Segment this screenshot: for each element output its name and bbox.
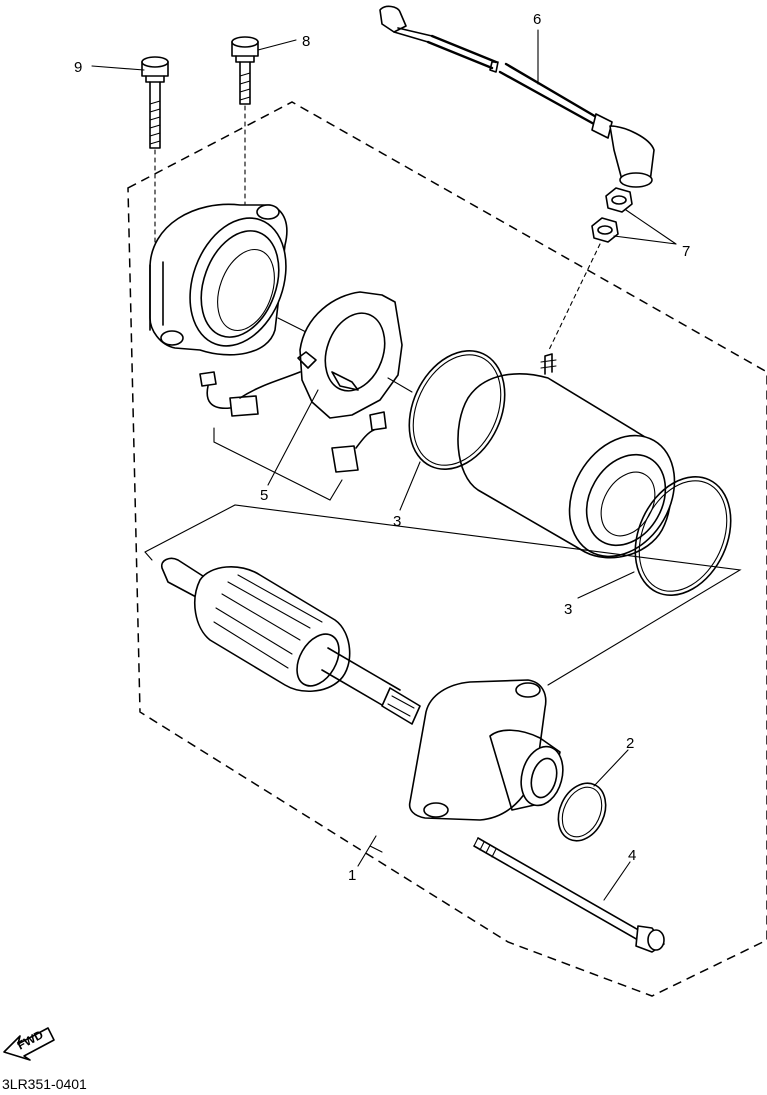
- leader-2: [593, 749, 629, 787]
- rear-cover: [149, 203, 319, 356]
- bolt-8: [231, 36, 259, 205]
- leader-3-left: [399, 461, 421, 511]
- o-ring-3-left-inner: [412, 354, 502, 466]
- leader-7: [613, 209, 677, 245]
- o-ring-3-right: [634, 476, 732, 596]
- brush-right: [331, 411, 387, 473]
- leader-5: [267, 389, 319, 486]
- callout-4: 4: [628, 847, 636, 864]
- brush-lead-left: [199, 371, 301, 417]
- bolt-9: [141, 56, 169, 251]
- brush-holder-plate: [297, 291, 413, 419]
- o-ring-3-right-inner: [638, 480, 728, 592]
- leader-1: [357, 835, 383, 867]
- o-ring-3-left: [408, 350, 506, 470]
- assembly-boundary: [127, 101, 767, 997]
- armature-bracket-left: [144, 551, 153, 561]
- yoke-body: [457, 353, 676, 559]
- callout-8: 8: [302, 33, 310, 50]
- fwd-arrow-icon: FWD: [3, 1027, 55, 1061]
- callout-5: 5: [260, 487, 268, 504]
- o-ring-2-inner: [561, 786, 603, 838]
- diagram-code: 3LR351-0401: [2, 1076, 87, 1092]
- leader-9: [91, 65, 145, 71]
- leader-8: [257, 39, 297, 51]
- callout-3-left: 3: [393, 513, 401, 530]
- through-bolt-4: [473, 837, 665, 953]
- armature-bracket: [144, 504, 742, 686]
- callout-7: 7: [682, 243, 690, 260]
- lead-wire-6: [379, 5, 655, 188]
- callout-2: 2: [626, 735, 634, 752]
- nut-axis-line: [547, 243, 601, 353]
- nut-7-upper: [605, 187, 633, 213]
- front-cover: [408, 679, 564, 821]
- callout-6: 6: [533, 11, 541, 28]
- callout-1: 1: [348, 867, 356, 884]
- brush-group-bracket: [213, 427, 343, 501]
- armature: [160, 557, 421, 725]
- leader-4: [603, 861, 631, 901]
- leader-3-right: [577, 571, 635, 599]
- nut-7-lower: [591, 217, 619, 243]
- callout-3-right: 3: [564, 601, 572, 618]
- callout-9: 9: [74, 59, 82, 76]
